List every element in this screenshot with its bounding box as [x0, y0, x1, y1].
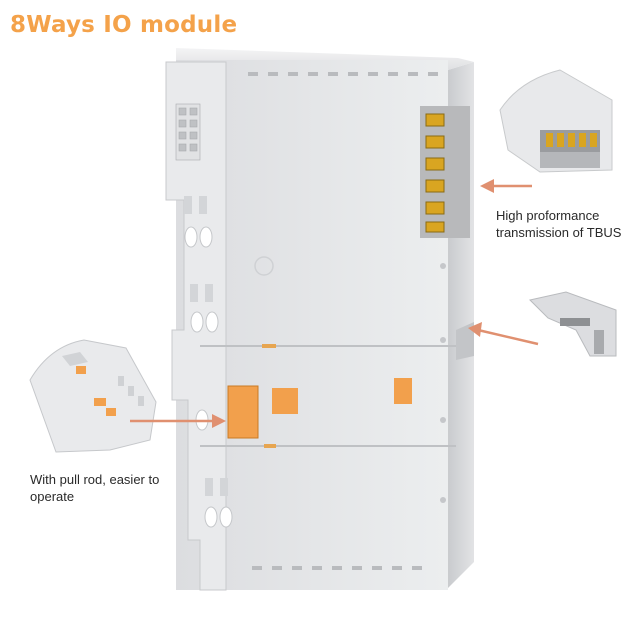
mould-pin-2 — [440, 337, 446, 343]
rail-notch — [456, 322, 474, 360]
inset-pull-rod-closeup — [29, 339, 157, 453]
bottom-vents — [252, 566, 422, 570]
arrow-pull-head — [212, 414, 226, 428]
tbus-caption: High proformance transmission of TBUS — [496, 208, 622, 240]
mould-pin-3 — [440, 417, 446, 423]
arrow-tbus-head — [480, 179, 494, 193]
top-vents — [248, 72, 438, 76]
pull-rod-tab-front — [227, 385, 259, 439]
arrow-rail-line — [477, 328, 539, 346]
orange-peek-1 — [262, 344, 276, 348]
pull-rod-caption: With pull rod, easier to operate — [30, 472, 160, 504]
mould-pin-4 — [440, 497, 446, 503]
tbus-panel — [420, 106, 470, 238]
inset-tbus-closeup — [499, 52, 640, 208]
mould-mark — [254, 256, 274, 276]
terminal-slots — [184, 196, 228, 496]
page-title: 8Ways IO module — [10, 12, 238, 38]
arrow-rail-head — [468, 322, 482, 337]
tbus-gold-contacts — [425, 113, 445, 233]
pull-rod-tab-middle — [272, 388, 298, 414]
callout-arrows — [130, 179, 539, 428]
orange-peek-2 — [264, 444, 276, 448]
pull-rod-tab-rear — [394, 378, 412, 404]
mould-pin-1 — [440, 263, 446, 269]
led-window — [175, 103, 201, 161]
inset-rail-closeup — [526, 270, 640, 390]
io-module — [165, 48, 474, 591]
